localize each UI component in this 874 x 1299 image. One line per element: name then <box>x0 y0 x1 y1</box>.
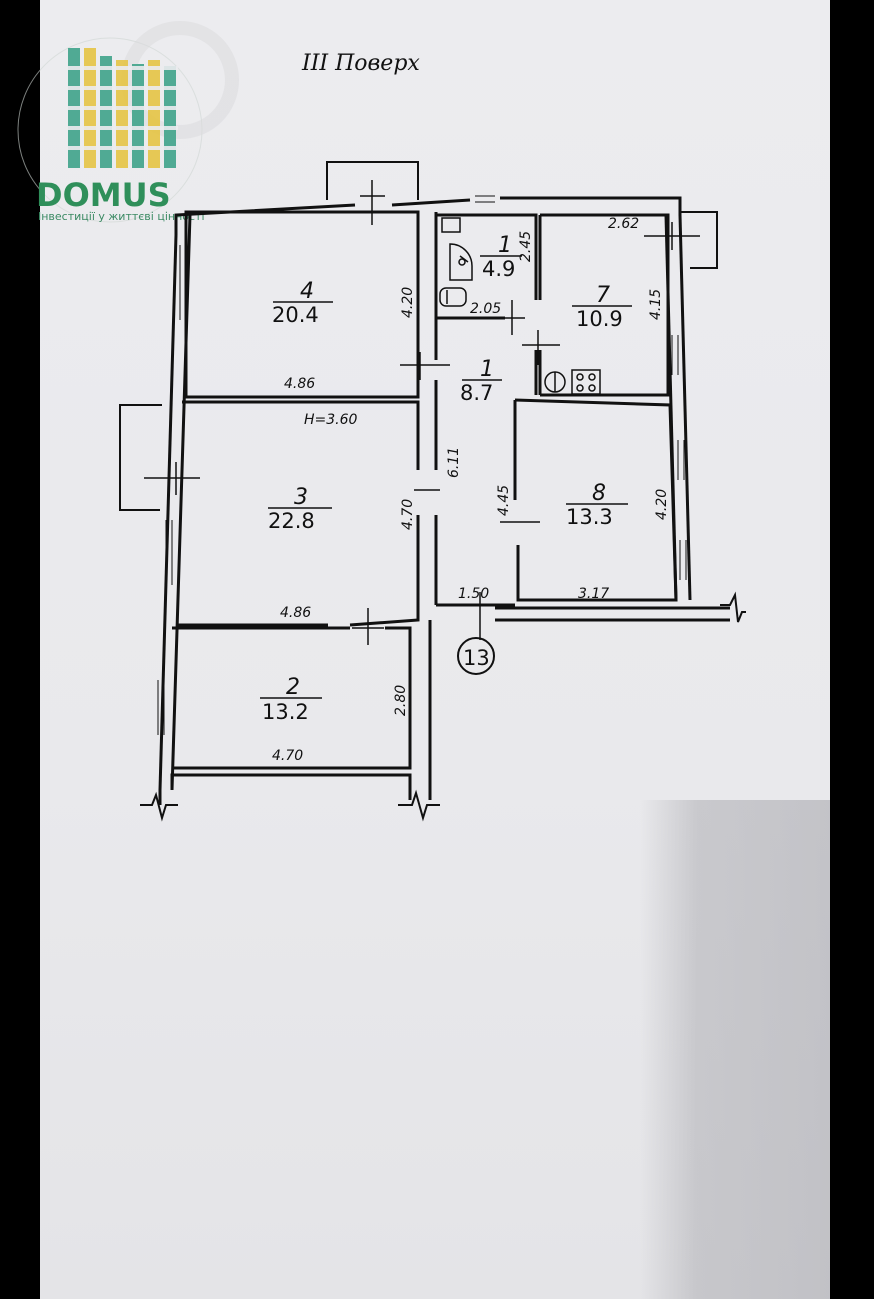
dim-corridor-depth: 4.45 <box>496 485 512 516</box>
dim-hall-length: 6.11 <box>446 447 462 478</box>
section-marker: 13 <box>457 637 495 675</box>
logo-tagline: Інвестиції у життєві цінності <box>38 210 205 223</box>
room-3-number: 3 <box>294 485 308 510</box>
room-4-area: 20.4 <box>272 303 319 327</box>
dim-r4-width: 4.86 <box>284 376 315 392</box>
height-label: H=3.60 <box>304 412 358 428</box>
hall-area: 8.7 <box>460 381 493 405</box>
logo-name: DOMUS <box>36 176 171 214</box>
room-3-area: 22.8 <box>268 509 315 533</box>
interior-walls <box>172 210 678 770</box>
building-icon <box>66 48 178 168</box>
dim-r2-depth: 2.80 <box>393 685 409 716</box>
dim-r7-width: 2.62 <box>608 216 639 232</box>
room-2-number: 2 <box>286 675 300 700</box>
dim-r2-width: 4.70 <box>272 748 303 764</box>
dim-r8-width: 3.17 <box>578 586 609 602</box>
bathroom-fixtures <box>439 217 473 307</box>
bath-number: 1 <box>498 233 512 258</box>
window-marks <box>157 195 687 735</box>
dim-r3-depth: 4.70 <box>400 499 416 530</box>
dim-bath-width: 2.05 <box>470 301 501 317</box>
dimension-labels: 4.20 4.86 H=3.60 4.70 4.86 2.80 4.70 2.4… <box>272 216 670 764</box>
kitchen-fixtures <box>544 369 601 395</box>
dim-r3-width: 4.86 <box>280 605 311 621</box>
shower-icon <box>449 243 473 281</box>
dim-bath-depth: 2.45 <box>518 231 534 262</box>
room-7-number: 7 <box>596 283 610 308</box>
dim-r4-depth: 4.20 <box>400 287 416 318</box>
toilet-icon <box>439 287 467 307</box>
stove-icon <box>571 369 601 395</box>
bath-area: 4.9 <box>482 257 515 281</box>
dim-corridor-width: 1.50 <box>458 586 489 602</box>
dim-r8-depth: 4.20 <box>654 489 670 520</box>
room-labels: 4 20.4 3 22.8 2 13.2 1 4.9 1 8.7 7 10.9 … <box>260 233 632 724</box>
paper-shadow <box>640 800 830 1299</box>
domus-logo: DOMUS Інвестиції у життєві цінності <box>17 21 239 223</box>
hall-number: 1 <box>480 357 494 382</box>
room-8-area: 13.3 <box>566 505 613 529</box>
dim-r7-depth: 4.15 <box>648 289 664 320</box>
section-marker-label: 13 <box>463 646 490 670</box>
room-8-number: 8 <box>592 481 606 506</box>
room-4-number: 4 <box>300 279 314 304</box>
wall-break-marks <box>140 591 746 822</box>
exterior-walls <box>119 161 730 805</box>
floor-title: III Поверх <box>301 51 420 76</box>
room-2-area: 13.2 <box>262 700 309 724</box>
door-marks <box>144 180 700 645</box>
sink-icon <box>441 217 461 233</box>
room-7-area: 10.9 <box>576 307 623 331</box>
